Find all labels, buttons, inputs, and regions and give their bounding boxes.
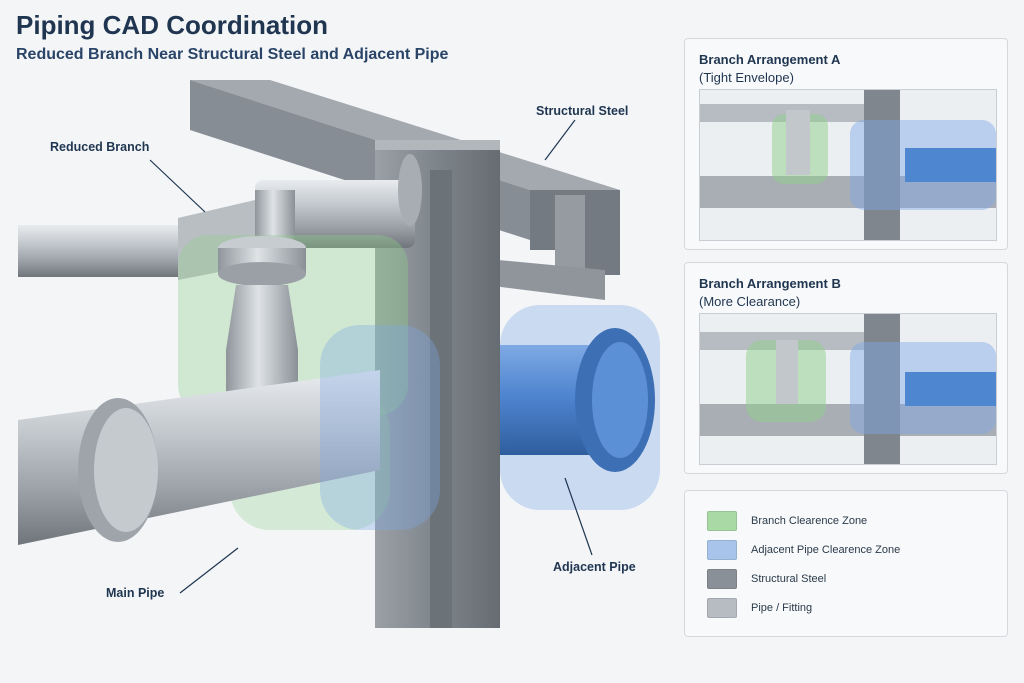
callout-leaders — [149, 119, 593, 594]
callout-reduced-branch: Reduced Branch — [50, 140, 150, 154]
panel-b-view — [699, 313, 997, 465]
reduced-branch-header — [18, 154, 422, 280]
legend-panel: Branch Clearence Zone Adjacent Pipe Clea… — [684, 490, 1008, 637]
legend-label: Structural Steel — [751, 573, 827, 585]
legend-swatch — [707, 598, 737, 618]
legend-swatch — [707, 569, 737, 589]
legend-item-structural-steel: Structural Steel — [707, 569, 826, 589]
panel-a-view — [699, 89, 997, 241]
panel-arrangement-b: Branch Arrangement B (More Clearance) — [684, 262, 1008, 474]
leader-reduced-branch — [149, 159, 206, 213]
panel-a-title: Branch Arrangement A — [699, 52, 841, 67]
leader-structural-steel — [544, 119, 576, 161]
legend-swatch — [707, 540, 737, 560]
legend-item-branch-zone: Branch Clearence Zone — [707, 511, 867, 531]
panel-b-title: Branch Arrangement B — [699, 276, 841, 291]
panel-arrangement-a: Branch Arrangement A (Tight Envelope) — [684, 38, 1008, 250]
legend-item-adjacent-zone: Adjacent Pipe Clearence Zone — [707, 540, 900, 560]
panel-a-subtitle: (Tight Envelope) — [699, 70, 794, 85]
callout-structural-steel: Structural Steel — [536, 104, 629, 118]
main-illustration — [18, 80, 660, 628]
legend-item-pipe-fitting: Pipe / Fitting — [707, 598, 812, 618]
leader-adjacent-pipe — [564, 477, 593, 556]
adjacent-pipe — [500, 328, 655, 472]
page-subtitle: Reduced Branch Near Structural Steel and… — [16, 46, 449, 63]
panel-b-subtitle: (More Clearance) — [699, 294, 801, 309]
main-pipe — [18, 370, 380, 545]
callout-main-pipe: Main Pipe — [106, 586, 165, 600]
callout-adjacent-pipe: Adjacent Pipe — [553, 560, 636, 574]
page-title: Piping CAD Coordination — [16, 10, 328, 40]
legend-label: Branch Clearence Zone — [751, 515, 868, 527]
leader-main-pipe — [179, 547, 239, 594]
legend-swatch — [707, 511, 737, 531]
legend-label: Pipe / Fitting — [751, 602, 813, 614]
legend-label: Adjacent Pipe Clearence Zone — [751, 544, 901, 556]
